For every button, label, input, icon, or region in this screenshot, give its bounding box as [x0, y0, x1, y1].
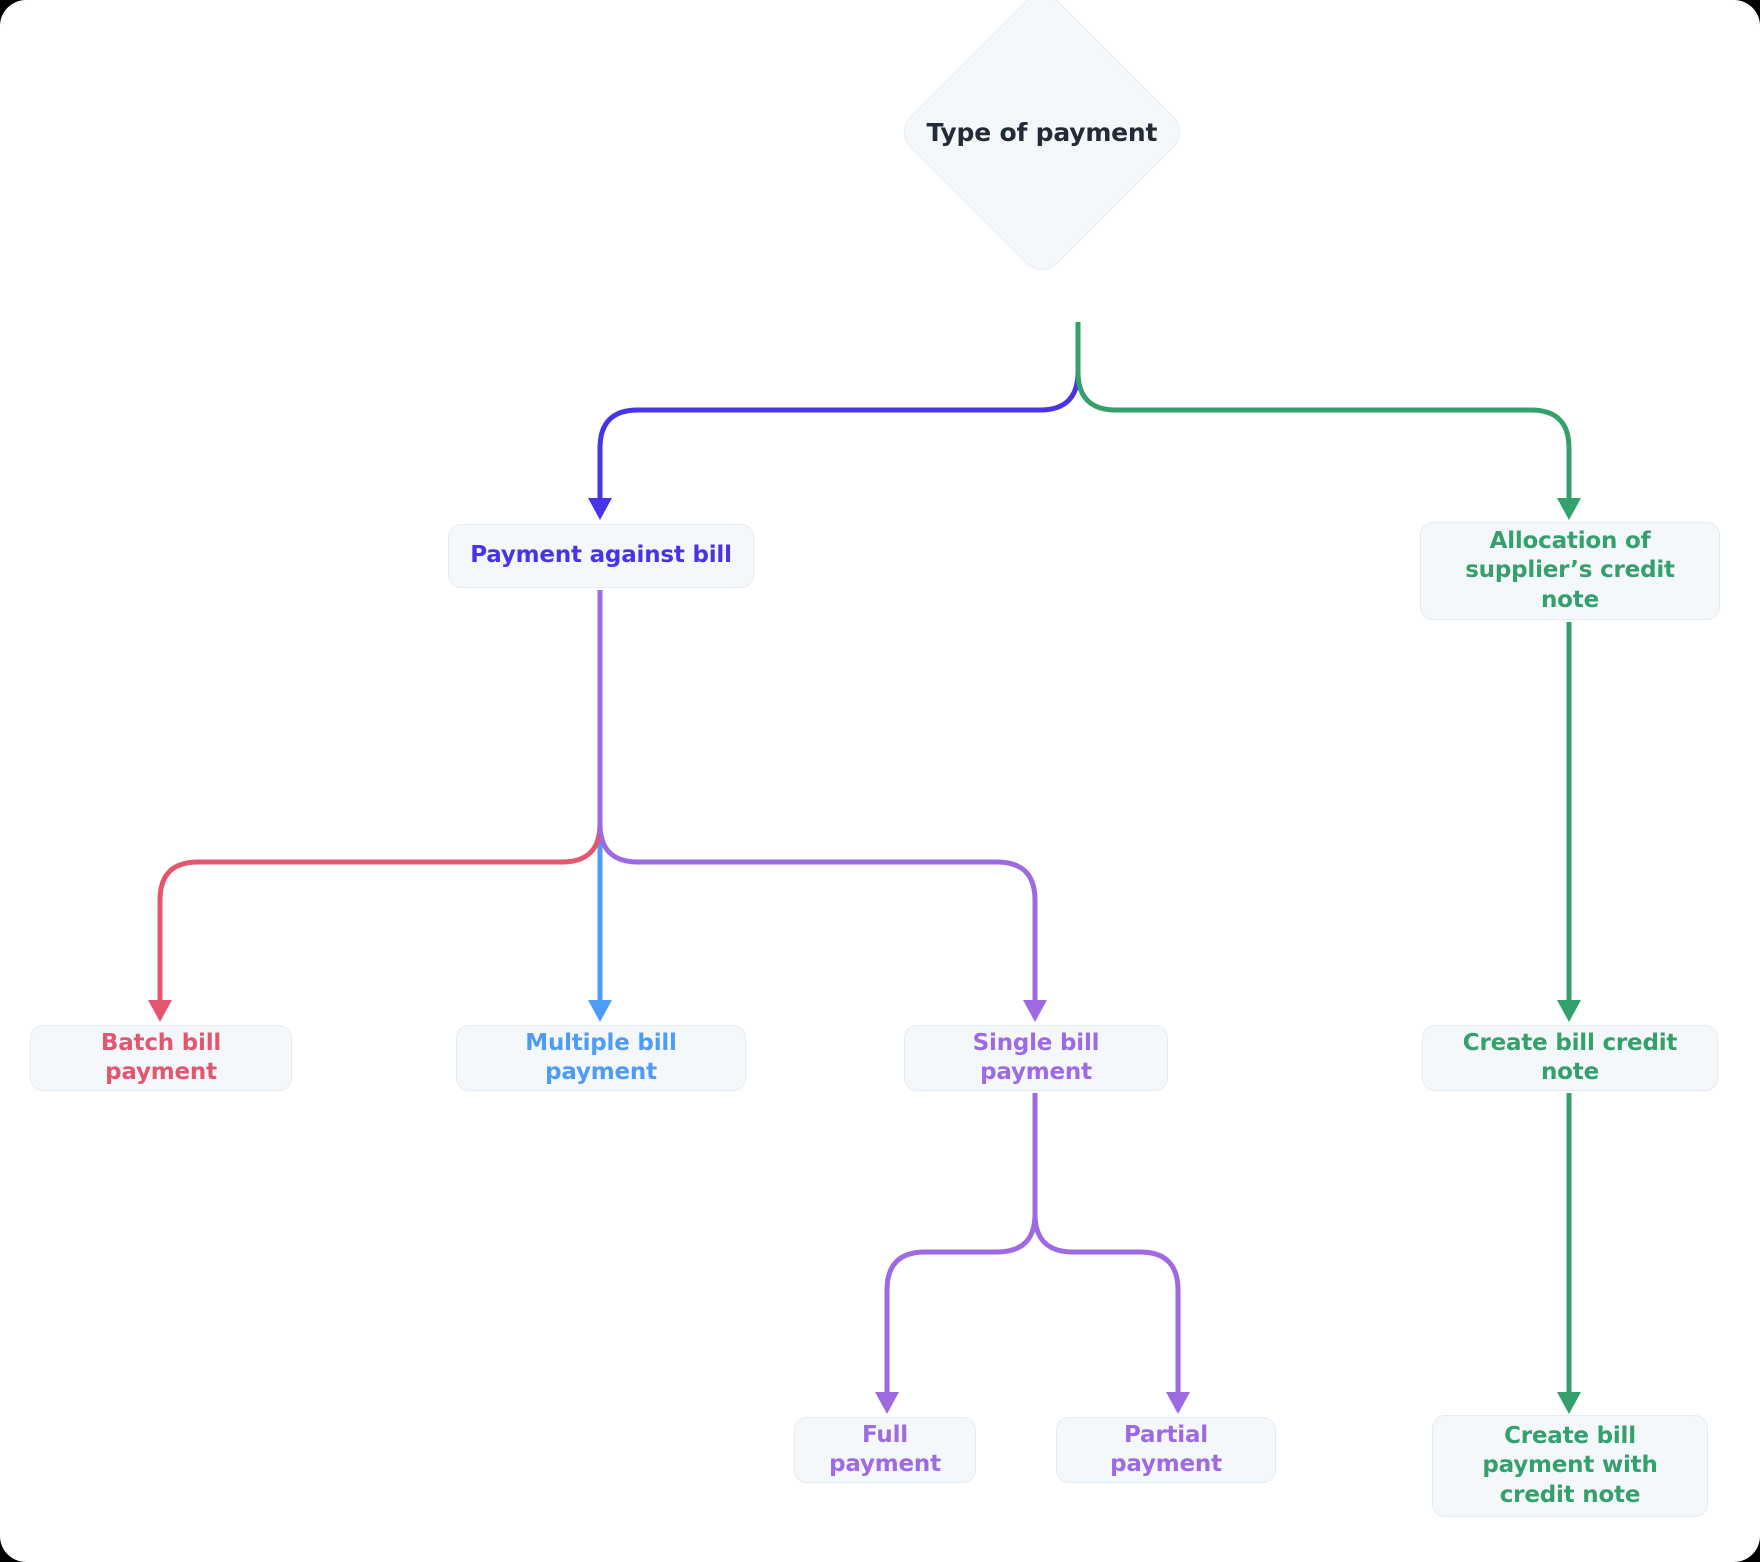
arrow-head-icon: [148, 1000, 172, 1022]
process-node-single[interactable]: Single bill payment: [904, 1025, 1168, 1091]
process-node-against_bill[interactable]: Payment against bill: [448, 524, 754, 588]
arrow-head-icon: [1166, 1392, 1190, 1414]
process-node-multiple[interactable]: Multiple bill payment: [456, 1025, 746, 1091]
connector-single-partial: [1032, 1093, 1190, 1414]
arrow-head-icon: [588, 1000, 612, 1022]
connector-against_bill-batch: [148, 590, 603, 1022]
arrow-head-icon: [1023, 1000, 1047, 1022]
arrow-head-icon: [875, 1392, 899, 1414]
arrow-head-icon: [1557, 1392, 1581, 1414]
connector-root-allocation: [1075, 322, 1581, 520]
process-node-label: Full payment: [829, 1421, 941, 1477]
process-node-label: Create bill credit note: [1462, 1029, 1678, 1085]
process-node-batch[interactable]: Batch bill payment: [30, 1025, 292, 1091]
process-node-label: Batch bill payment: [100, 1029, 222, 1085]
arrow-head-icon: [588, 498, 612, 520]
process-node-full[interactable]: Full payment: [794, 1417, 976, 1483]
connector-create_cn-create_pay_cn: [1557, 1093, 1581, 1414]
process-node-partial[interactable]: Partial payment: [1056, 1417, 1276, 1483]
arrow-head-icon: [1557, 1000, 1581, 1022]
connector-against_bill-single: [597, 590, 1047, 1022]
process-node-label: Allocation of supplier’s credit note: [1465, 527, 1675, 613]
process-node-allocation[interactable]: Allocation of supplier’s credit note: [1420, 522, 1720, 620]
connector-root-against_bill: [588, 322, 1081, 520]
process-node-create_pay_cn[interactable]: Create bill payment with credit note: [1432, 1415, 1708, 1517]
process-node-label: Single bill payment: [972, 1029, 1100, 1085]
decision-node-label: Type of payment: [926, 117, 1158, 147]
process-node-label: Create bill payment with credit note: [1482, 1422, 1658, 1508]
arrow-head-icon: [1557, 498, 1581, 520]
connector-allocation-create_cn: [1557, 622, 1581, 1022]
process-node-label: Multiple bill payment: [525, 1029, 677, 1085]
process-node-create_cn[interactable]: Create bill credit note: [1422, 1025, 1718, 1091]
process-node-label: Partial payment: [1110, 1421, 1222, 1477]
connector-single-full: [875, 1093, 1038, 1414]
process-node-label: Payment against bill: [470, 542, 732, 569]
